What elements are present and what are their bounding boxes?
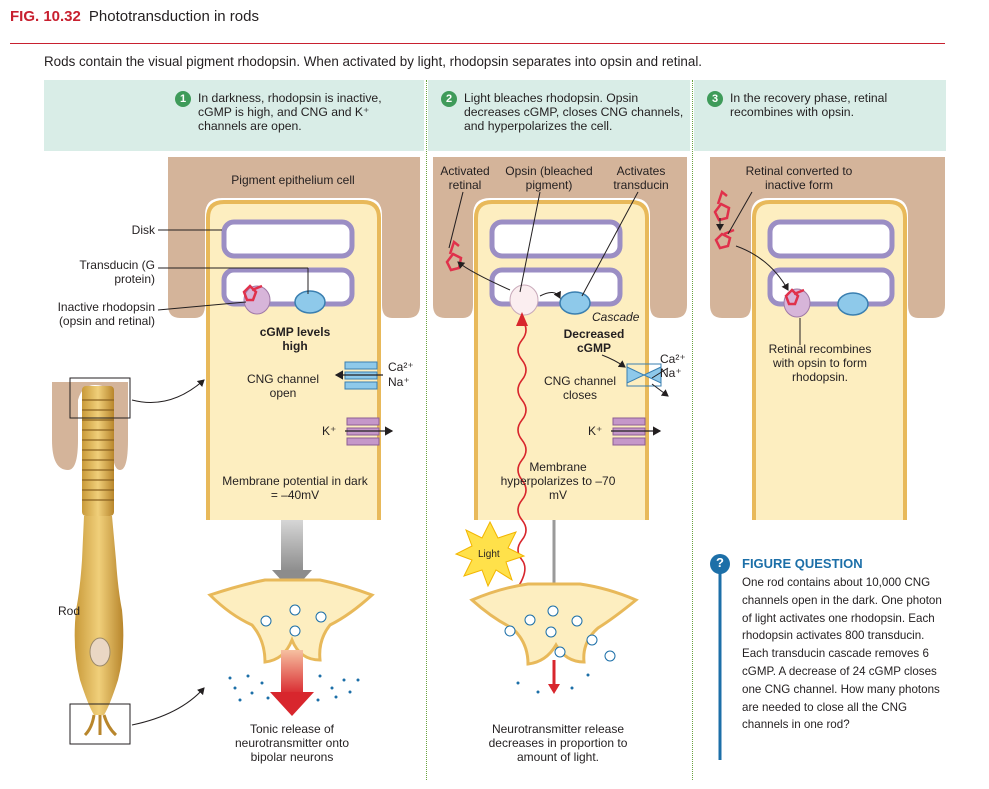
disk-1b	[221, 267, 355, 307]
step-text-1: In darkness, rhodopsin is inactive, cGMP…	[198, 91, 382, 133]
label-disk: Disk	[131, 223, 155, 237]
label-cng-open: CNG channel open	[246, 372, 320, 400]
step-band-1	[44, 80, 424, 151]
rod-cell	[52, 377, 205, 745]
leader-lines-2	[448, 191, 639, 297]
label-rod: Rod	[58, 604, 81, 618]
label-na-2: Na⁺	[660, 366, 682, 380]
panel-1-graphic	[168, 157, 420, 716]
vesicles-1	[260, 604, 327, 637]
synaptic-terminal-1	[207, 578, 375, 664]
label-activates-transducin: Activates transducin	[613, 164, 669, 192]
label-cgmp-high: cGMP levels high	[259, 325, 331, 353]
rhodopsin-3	[783, 288, 811, 318]
transducin-3	[837, 292, 869, 316]
figure-question-icon: ?	[716, 555, 724, 570]
disk-1a	[221, 219, 355, 259]
label-nt-decreases: Neurotransmitter release decreases in pr…	[488, 722, 628, 764]
cng-channel-2	[626, 363, 662, 387]
figure-label: FIG. 10.32	[10, 8, 81, 25]
panel-3-graphic	[710, 157, 945, 520]
leader-lines-1	[157, 229, 309, 311]
figure-question-text: One rod contains about 10,000 CNG channe…	[742, 576, 942, 732]
step-text-3: In the recovery phase, retinal recombine…	[730, 91, 888, 119]
figure-question-icon-bg	[710, 554, 730, 574]
label-pigment-cell: Pigment epithelium cell	[231, 173, 355, 187]
vesicles-2	[504, 605, 616, 662]
label-na-1: Na⁺	[388, 375, 410, 389]
label-k-2: K⁺	[588, 424, 603, 438]
figure-title-text: Phototransduction in rods	[88, 8, 259, 25]
synaptic-terminal-2	[469, 582, 639, 666]
label-tonic-release: Tonic release of neurotransmitter onto b…	[234, 722, 350, 764]
label-light: Light	[478, 549, 500, 560]
light-burst	[454, 520, 526, 588]
transducin-2	[559, 291, 591, 315]
label-inactive-rhodopsin: Inactive rhodopsin (opsin and retinal)	[57, 300, 155, 328]
label-retinal-recombines: Retinal recombines with opsin to form rh…	[768, 342, 872, 384]
label-ca-1: Ca²⁺	[388, 360, 414, 374]
label-membrane-dark: Membrane potential in dark = –40mV	[222, 474, 368, 502]
panel-divider-1	[426, 80, 428, 780]
disk-3a	[767, 219, 895, 259]
step-band-3	[694, 80, 946, 151]
rhodopsin-1	[243, 285, 271, 315]
transducin-1	[294, 290, 326, 314]
retinal-converted-a	[713, 189, 731, 222]
neurotransmitter-dots-2	[516, 673, 590, 694]
intro-text: Rods contain the visual pigment rhodopsi…	[44, 54, 703, 69]
label-ca-2: Ca²⁺	[660, 352, 686, 366]
step-number-3: 3	[707, 91, 723, 107]
title-rule	[10, 43, 945, 44]
step-number-2: 2	[441, 91, 457, 107]
label-hyperpolarizes: Membrane hyperpolarizes to –70 mV	[500, 460, 616, 502]
opsin-bleached	[509, 284, 539, 316]
label-retinal-converted: Retinal converted to inactive form	[745, 164, 853, 192]
label-cascade: Cascade	[592, 310, 640, 324]
step-number-1: 1	[175, 91, 191, 107]
down-arrow-1	[281, 520, 303, 572]
figure-title: FIG. 10.32 Phototransduction in rods	[10, 8, 259, 25]
panel-divider-2	[692, 80, 694, 780]
label-k-1: K⁺	[322, 424, 337, 438]
label-decreased-cgmp: Decreased cGMP	[563, 327, 625, 355]
label-transducin: Transducin (G protein)	[79, 258, 155, 286]
panel-2-graphic	[433, 157, 687, 694]
label-cng-closes: CNG channel closes	[543, 374, 617, 402]
step-text-2: Light bleaches rhodopsin. Opsin decrease…	[464, 91, 684, 133]
step-band-2	[428, 80, 690, 151]
label-opsin-bleached: Opsin (bleached pigment)	[505, 164, 593, 192]
pigment-epithelium-3	[710, 157, 945, 318]
release-arrow-1	[281, 650, 303, 695]
neurotransmitter-dots-1	[228, 674, 360, 702]
pigment-epithelium-2	[433, 157, 687, 318]
figure-question-title: FIGURE QUESTION	[742, 556, 863, 571]
light-wave	[515, 319, 527, 591]
disk-2a	[489, 219, 623, 259]
label-activated-retinal: Activated retinal	[440, 164, 490, 192]
pigment-epithelium-1	[168, 157, 420, 318]
retinal-1	[242, 284, 263, 302]
